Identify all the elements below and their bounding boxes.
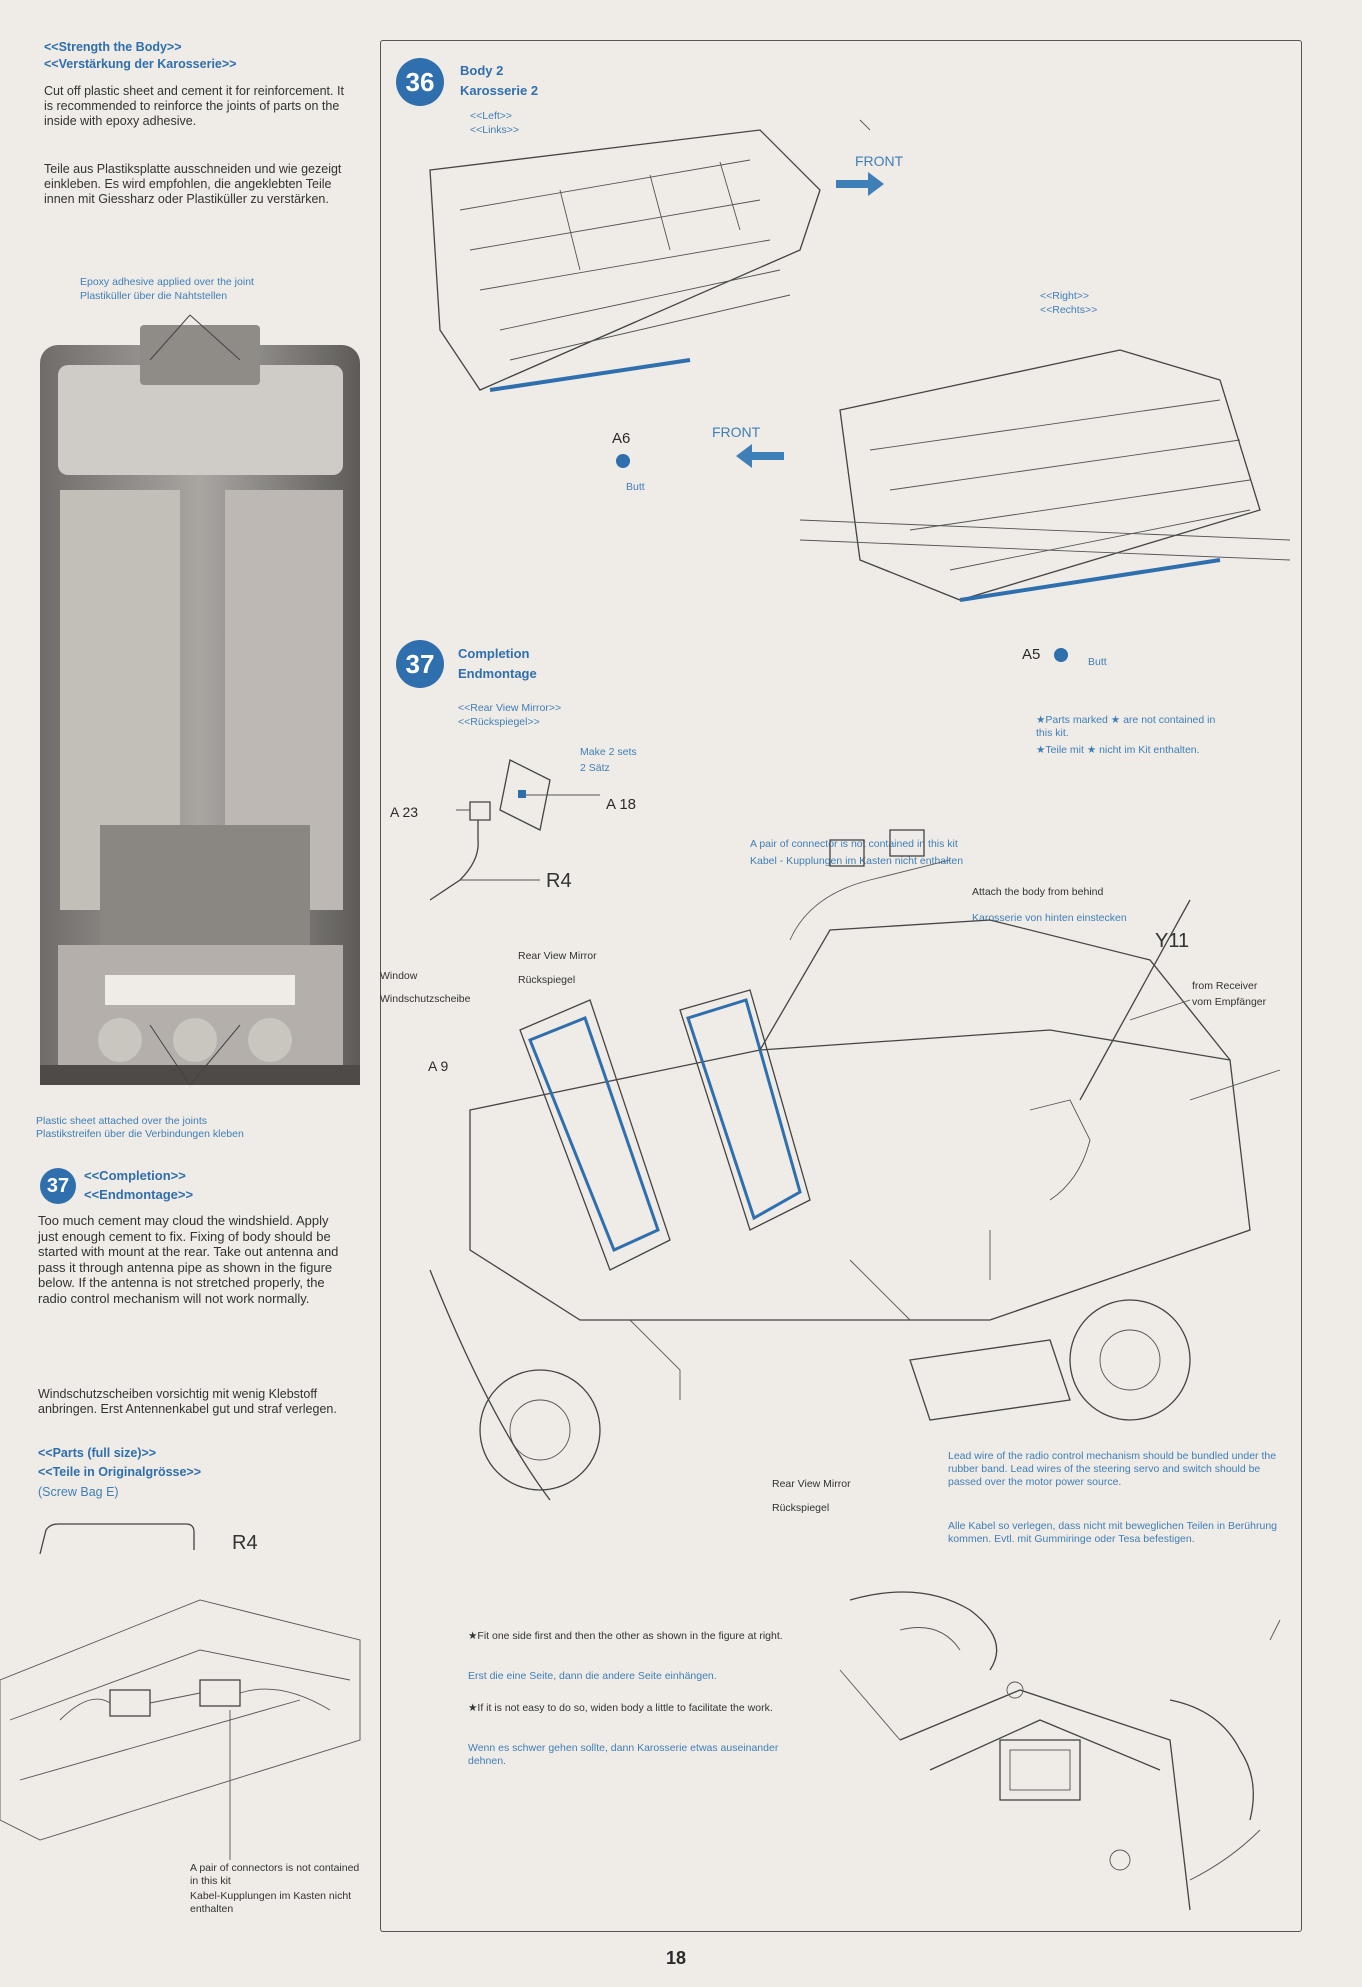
- parts-title-de: <<Teile in Originalgrösse>>: [38, 1465, 202, 1479]
- from-receiver-en: from Receiver: [1192, 980, 1258, 992]
- connector-note-en: A pair of connector is not contained in …: [750, 838, 958, 850]
- window-label-en: Window: [380, 970, 418, 982]
- make-sets-de: 2 Sätz: [580, 762, 610, 774]
- step-37-text-en-left: Too much cement may cloud the windshield…: [38, 1213, 339, 1306]
- strength-text-en: Cut off plastic sheet and cement it for …: [44, 84, 344, 128]
- epoxy-note-en: Epoxy adhesive applied over the joint: [80, 276, 254, 288]
- step-36-title-en: Body 2: [460, 63, 504, 78]
- step-36-left-de: <<Links>>: [470, 124, 520, 136]
- step-37-text-de-left: Windschutzscheiben vorsichtig mit wenig …: [38, 1387, 337, 1416]
- step-37-title-en-left: <<Completion>>: [84, 1168, 186, 1183]
- lead-wire-note-de: Alle Kabel so verlegen, dass nicht mit b…: [948, 1520, 1278, 1545]
- step-37-title-de: Endmontage: [458, 666, 537, 681]
- lead-wire-note-en: Lead wire of the radio control mechanism…: [948, 1450, 1277, 1488]
- rear-mirror-assembly-drawing: [429, 759, 600, 901]
- body-right-side-drawing: [799, 349, 1291, 602]
- a6-part-icon: [616, 454, 630, 468]
- epoxy-note-de: Plastiküller über die Nahtstellen: [80, 290, 228, 302]
- a18-label: A 18: [606, 796, 637, 813]
- attach-body-de: Karosserie von hinten einstecken: [972, 912, 1127, 924]
- window-label-de: Windschutzscheibe: [380, 993, 471, 1005]
- fit-note-en: ★Fit one side first and then the other a…: [468, 1630, 783, 1642]
- mirror-title-en: <<Rear View Mirror>>: [458, 702, 562, 714]
- step-36-right-de: <<Rechts>>: [1040, 304, 1098, 316]
- parts-marked-note-de: ★Teile mit ★ nicht im Kit enthalten.: [1036, 744, 1200, 756]
- rear-mirror2-label-en: Rear View Mirror: [772, 1478, 851, 1490]
- front-arrow-left: [736, 444, 784, 468]
- front-arrow-right: [836, 172, 884, 196]
- r4-label: R4: [546, 870, 572, 892]
- y11-label: Y11: [1155, 930, 1190, 952]
- front-label-1: FRONT: [855, 153, 904, 169]
- rear-mirror-label-de: Rückspiegel: [518, 974, 576, 986]
- step-36-title-de: Karosserie 2: [460, 83, 539, 98]
- hand-fitting-detail-drawing: [839, 1591, 1281, 1911]
- plastic-note-en: Plastic sheet attached over the joints: [36, 1115, 208, 1127]
- front-label-2: FRONT: [712, 424, 761, 440]
- a5-part-icon: [1054, 648, 1068, 662]
- strength-text-de: Teile aus Plastiksplatte ausschneiden un…: [44, 162, 342, 206]
- step-37-badge: 37: [396, 640, 444, 688]
- widen-note-de: Wenn es schwer gehen sollte, dann Kaross…: [468, 1742, 779, 1767]
- step-37-title-de-left: <<Endmontage>>: [84, 1187, 194, 1202]
- chassis-underside-photo: [40, 314, 365, 1086]
- fit-note-de: Erst die eine Seite, dann die andere Sei…: [468, 1670, 717, 1682]
- strength-title-en: <<Strength the Body>>: [44, 40, 182, 54]
- a5-label: A5: [1022, 646, 1041, 663]
- a9-label: A 9: [428, 1058, 449, 1074]
- attach-body-en: Attach the body from behind: [972, 886, 1104, 898]
- widen-note-en: ★If it is not easy to do so, widen body …: [468, 1702, 773, 1714]
- strength-title-de: <<Verstärkung der Karosserie>>: [44, 57, 237, 71]
- r4-part-drawing: [39, 1523, 195, 1555]
- plastic-note-de: Plastikstreifen über die Verbindungen kl…: [36, 1128, 244, 1140]
- connector-note-de: Kabel - Kupplungen im Kasten nicht entha…: [750, 855, 964, 867]
- left-column: <<Strength the Body>> <<Verstärkung der …: [0, 0, 365, 1987]
- rear-mirror-label-en: Rear View Mirror: [518, 950, 597, 962]
- vehicle-body-assembly-drawing: [429, 829, 1281, 1501]
- r4-label-left: R4: [232, 1532, 258, 1554]
- connector-detail-drawing: [0, 1599, 361, 1860]
- screw-bag-label: (Screw Bag E): [38, 1485, 119, 1499]
- mirror-title-de: <<Rückspiegel>>: [458, 716, 540, 728]
- step-37-badge-left: 37: [40, 1168, 76, 1204]
- a23-label: A 23: [390, 804, 419, 820]
- instruction-frame: [380, 40, 1302, 1932]
- rear-mirror2-label-de: Rückspiegel: [772, 1502, 830, 1514]
- parts-title-en: <<Parts (full size)>>: [38, 1446, 157, 1460]
- a6-butt-label: Butt: [626, 481, 645, 493]
- parts-marked-note-en: ★Parts marked ★ are not contained in thi…: [1036, 714, 1216, 739]
- from-receiver-de: vom Empfänger: [1192, 996, 1267, 1008]
- connector-note-en-left: A pair of connectors is not contained in…: [190, 1862, 360, 1887]
- a5-butt-label: Butt: [1088, 656, 1107, 668]
- step-36-right-en: <<Right>>: [1040, 290, 1090, 302]
- step-36-badge: 36: [396, 58, 444, 106]
- body-left-side-drawing: [429, 119, 871, 392]
- a6-label: A6: [612, 430, 631, 447]
- step-37-title-en: Completion: [458, 646, 530, 661]
- make-sets-en: Make 2 sets: [580, 746, 637, 758]
- page-number: 18: [666, 1948, 687, 1968]
- step-36-left-en: <<Left>>: [470, 110, 513, 122]
- connector-note-de-left: Kabel-Kupplungen im Kasten nicht enthalt…: [190, 1890, 352, 1915]
